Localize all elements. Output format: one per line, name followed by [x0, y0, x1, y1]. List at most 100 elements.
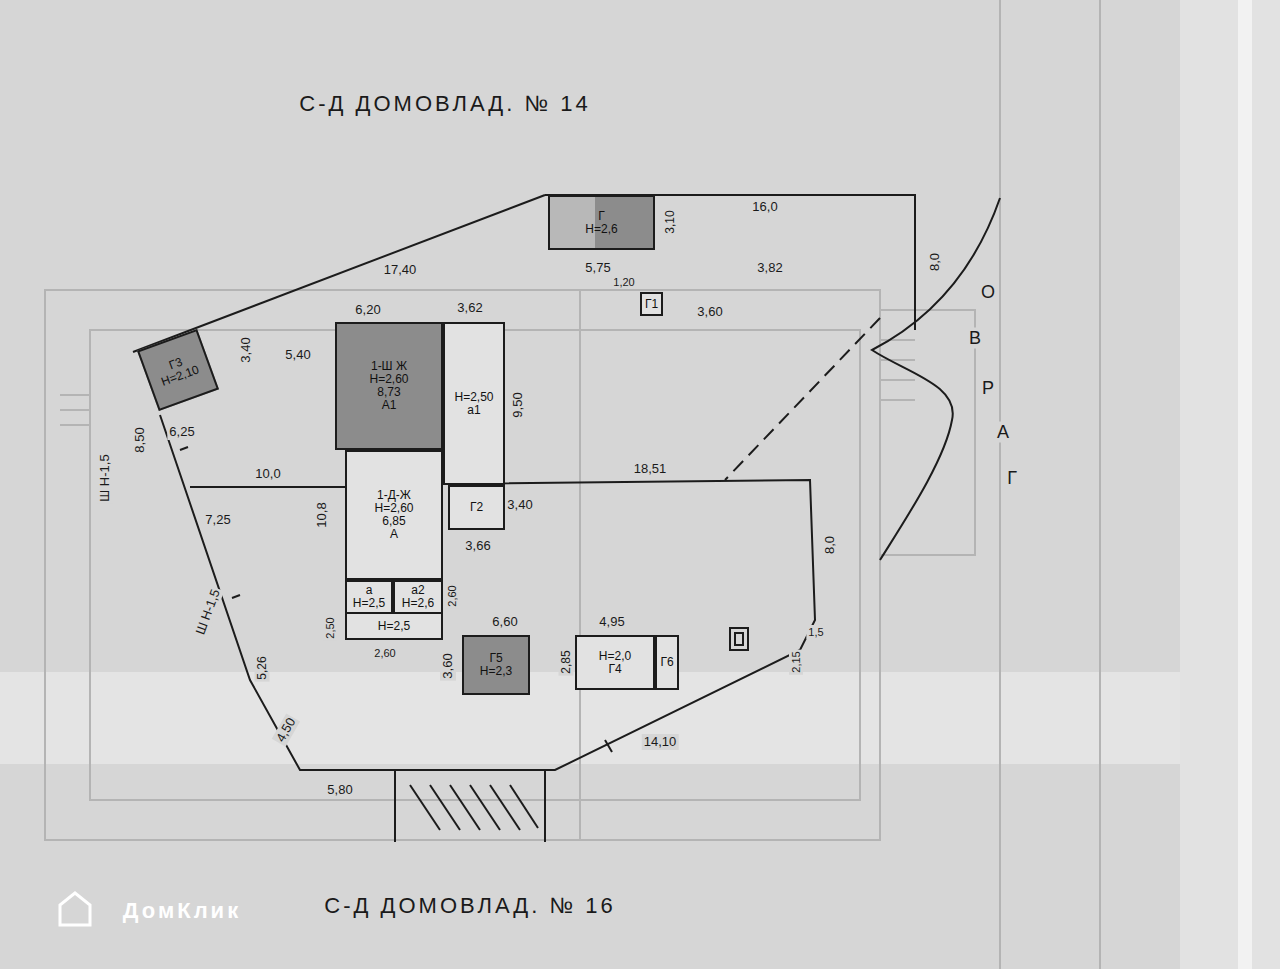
- building-box: Н=2,5: [345, 612, 443, 640]
- building-box: 1-Д-ЖН=2,606,85А: [345, 450, 443, 580]
- hatch-border: [394, 770, 396, 842]
- building-text: Н=2,60: [369, 373, 408, 386]
- dimension-label: 4,50: [272, 713, 301, 746]
- building-text: Н=2,0: [599, 650, 631, 663]
- boundary-line: [545, 195, 915, 330]
- building-text: Н=2,3: [480, 665, 512, 678]
- dimension-label: Ш Н-1,5: [192, 585, 225, 639]
- dimension-label: О: [979, 282, 997, 303]
- building-text: Н=2,5: [353, 597, 385, 610]
- dimension-label: 6,25: [167, 424, 196, 440]
- building-text: Н=2,60: [374, 502, 413, 515]
- building-box: Г5Н=2,3: [462, 635, 530, 695]
- dimension-label: 3,60: [440, 651, 456, 680]
- dimension-label: 5,40: [283, 347, 312, 363]
- ghost-frame: [880, 310, 975, 555]
- building-text: 8,73: [377, 386, 400, 399]
- dimension-label: Р: [980, 378, 996, 399]
- ghost-line: [999, 0, 1001, 969]
- ghost-line: [880, 379, 915, 381]
- neighbour-title: С-Д ДОМОВЛАД. № 14: [297, 91, 592, 116]
- dimension-label: 4,95: [597, 614, 626, 630]
- small-structure: [730, 628, 748, 650]
- dimension-label: 3,62: [455, 300, 484, 316]
- watermark-icon: [60, 893, 90, 925]
- building-text: Н=2,10: [160, 363, 201, 389]
- building-text: Н=2,5: [378, 620, 410, 633]
- watermark: ДомКлик: [121, 898, 243, 923]
- dimension-label: 3,40: [505, 497, 534, 513]
- building-box: аН=2,5: [345, 580, 393, 614]
- dimension-label: 5,75: [583, 260, 612, 276]
- tick-mark: [180, 447, 188, 450]
- ghost-plan: [45, 0, 1100, 969]
- building-text: Г2: [470, 501, 483, 514]
- building-text: Г: [598, 210, 605, 223]
- building-text: Н=2,6: [585, 223, 617, 236]
- building-box: 1-Ш ЖН=2,608,73А1: [335, 322, 443, 450]
- ghost-line: [60, 394, 90, 396]
- building-text: 6,85: [382, 515, 405, 528]
- dimension-label: 2,85: [559, 648, 574, 675]
- small-structure: [735, 633, 743, 645]
- dimension-label: 9,50: [510, 390, 526, 419]
- building-text: А1: [382, 399, 397, 412]
- dimension-label: 7,25: [203, 512, 232, 528]
- dimension-label: 8,50: [132, 425, 148, 454]
- building-text: А: [390, 528, 398, 541]
- dimension-label: 5,26: [255, 654, 270, 681]
- tick-mark: [232, 595, 240, 598]
- dimension-label: 16,0: [750, 199, 779, 215]
- dimension-label: 2,60: [445, 583, 459, 608]
- ghost-line: [880, 359, 915, 361]
- hatch-border: [544, 770, 546, 842]
- tick-mark: [605, 740, 612, 752]
- dimension-label: 8,0: [927, 251, 943, 273]
- neighbour-title: С-Д ДОМОВЛАД. № 16: [322, 893, 617, 918]
- building-box: Г3Н=2,10: [137, 329, 219, 411]
- building-box: Н=2,50а1: [443, 322, 505, 485]
- ghost-line: [880, 399, 915, 401]
- dimension-label: Ш Н-1,5: [97, 452, 113, 503]
- dimension-label: 1,5: [806, 625, 825, 639]
- scan-light-band: [1180, 0, 1280, 969]
- dimension-label: 1,20: [611, 275, 636, 289]
- ghost-line: [60, 409, 90, 411]
- building-text: 1-Д-Ж: [377, 489, 411, 502]
- ghost-frame: [90, 330, 860, 800]
- dimension-label: 3,10: [663, 208, 678, 235]
- building-box: а2Н=2,6: [393, 580, 443, 614]
- dimension-label: 8,0: [822, 534, 838, 556]
- dimension-label: 2,50: [323, 615, 337, 640]
- dashed-line: [725, 318, 880, 480]
- dimension-label: 10,0: [253, 466, 282, 482]
- dimension-label: 2,60: [372, 646, 397, 660]
- building-text: а2: [411, 584, 424, 597]
- building-text: Г1: [645, 298, 658, 311]
- dimension-label: 6,20: [353, 302, 382, 318]
- dimension-label: 3,60: [695, 304, 724, 320]
- plot-boundary: [133, 195, 1000, 842]
- building-text: 1-Ш Ж: [371, 360, 407, 373]
- building-text: а1: [467, 404, 480, 417]
- building-text: а: [366, 584, 373, 597]
- dimension-label: 3,66: [463, 538, 492, 554]
- building-text: Г5: [489, 652, 502, 665]
- dimension-label: 2,15: [789, 649, 803, 674]
- ghost-line: [60, 424, 90, 426]
- dimension-label: 18,51: [632, 461, 669, 477]
- dimension-label: 14,10: [642, 734, 679, 750]
- hatch-line: [510, 785, 538, 828]
- ghost-line: [1099, 0, 1101, 969]
- dimension-label: В: [967, 328, 983, 349]
- dimension-label: 17,40: [382, 262, 419, 278]
- building-box: Г1: [640, 292, 663, 316]
- building-text: Н=2,50: [454, 391, 493, 404]
- dimension-label: 10,8: [314, 500, 330, 529]
- boundary-line: [190, 486, 345, 488]
- dimension-label: Г: [1005, 468, 1019, 489]
- building-text: Г6: [660, 656, 673, 669]
